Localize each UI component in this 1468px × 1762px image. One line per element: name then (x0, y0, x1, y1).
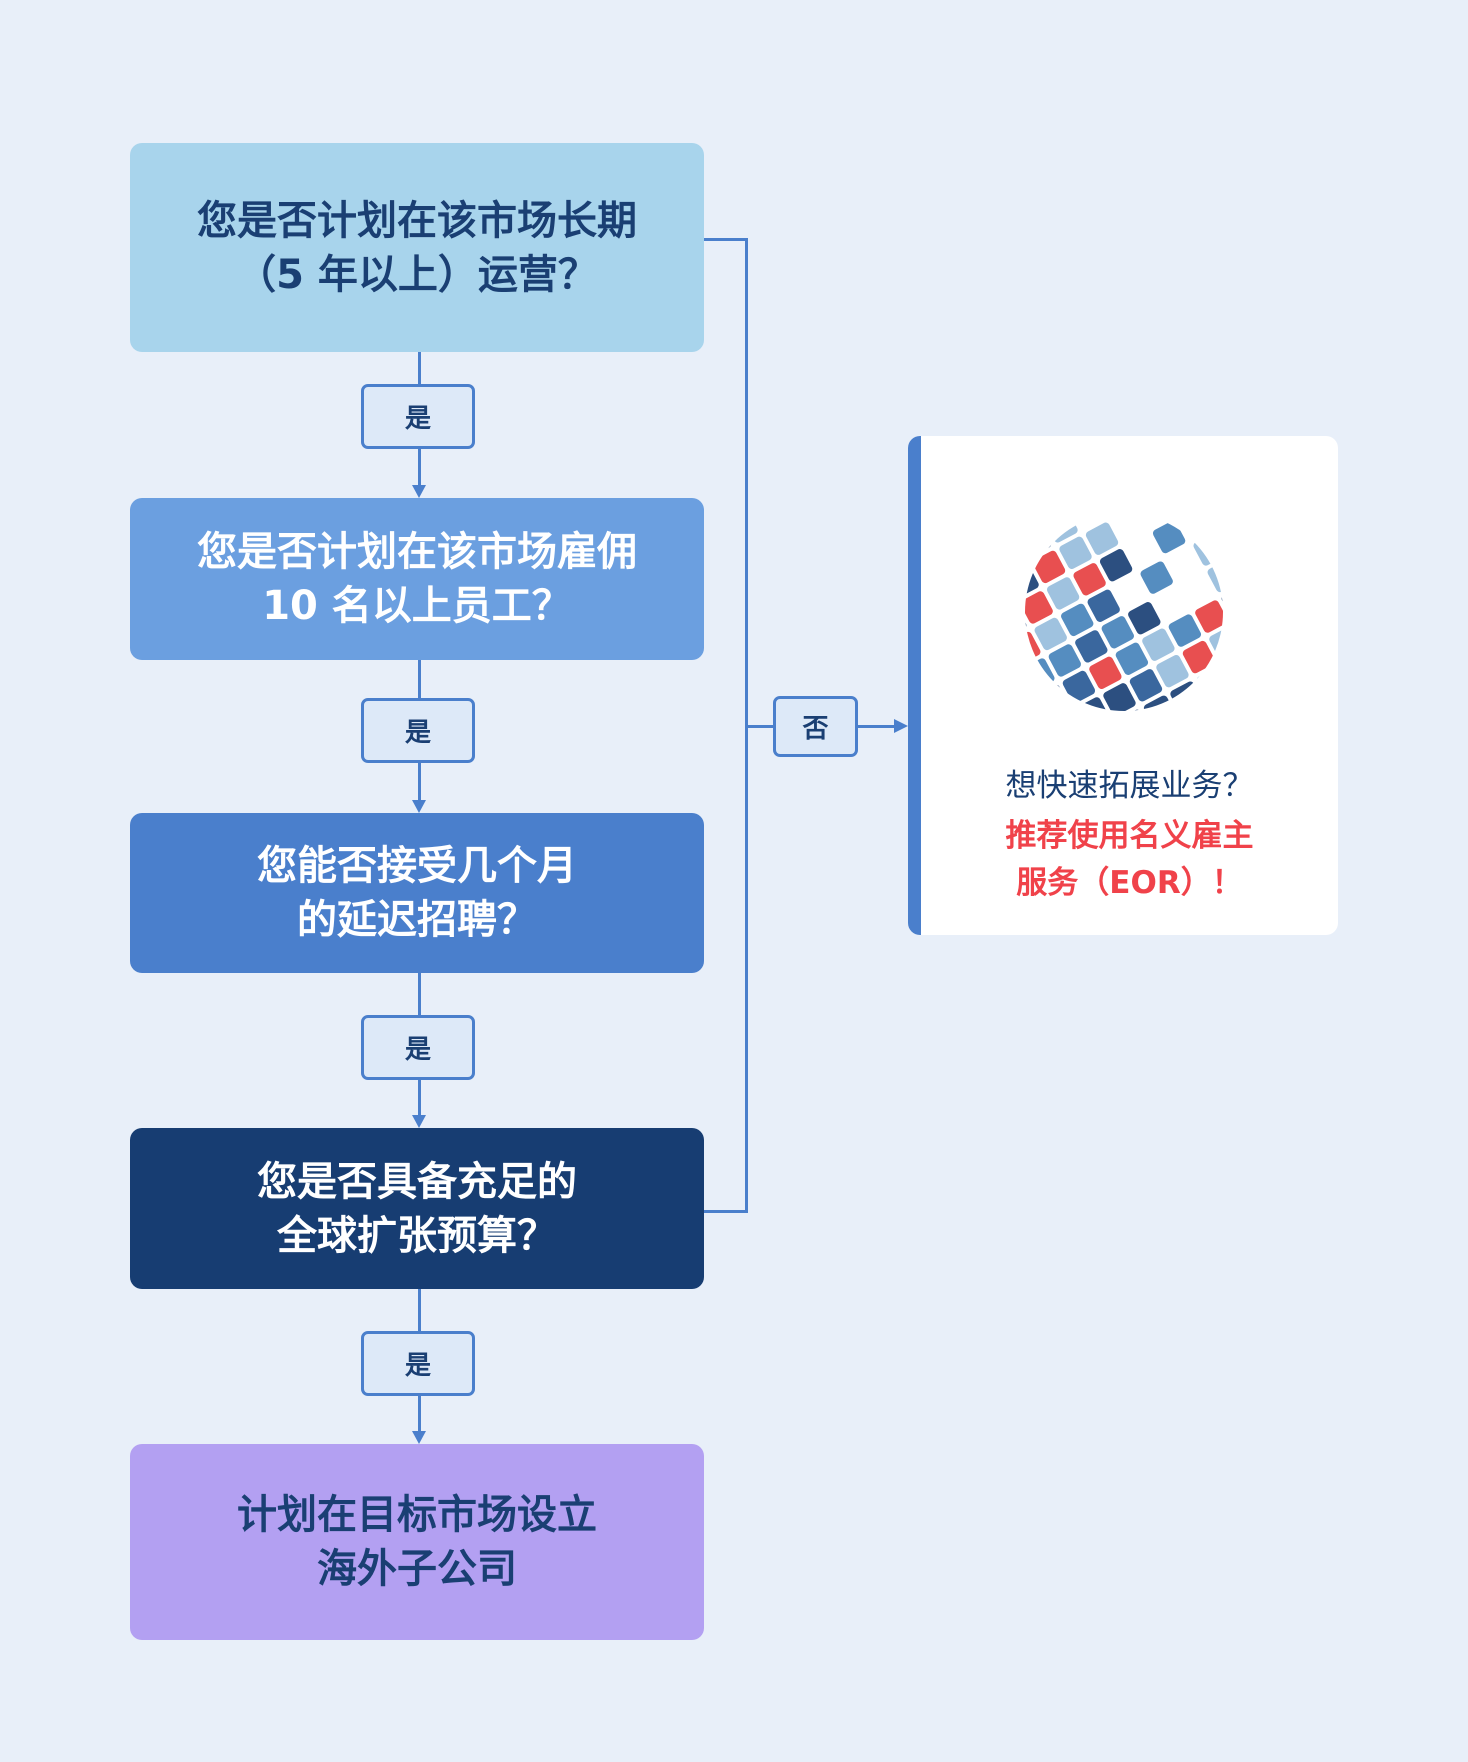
connector-line (418, 447, 421, 487)
no-connector-arrow-line (857, 725, 895, 728)
globe-tile (1073, 563, 1106, 596)
globe-tile (1182, 640, 1216, 674)
question-line: 您是否具备充足的 (257, 1158, 577, 1205)
connector-line (418, 1394, 421, 1432)
globe-tile (1034, 617, 1067, 651)
globe-tile (1032, 550, 1066, 584)
globe-tile (1103, 683, 1136, 711)
globe-tile (1142, 628, 1175, 661)
question-line: （5 年以上）运营？ (236, 251, 598, 298)
globe-tile (1170, 681, 1203, 711)
globe-tile (1046, 577, 1080, 610)
question-line: 您是否计划在该市场长期 (197, 197, 637, 244)
globe-tile (1099, 549, 1133, 582)
arrow-down-icon (412, 485, 426, 498)
globe-tile (1025, 524, 1052, 557)
arrow-down-icon (412, 800, 426, 813)
globe-tile (1075, 630, 1108, 663)
globe-tile (1089, 656, 1122, 690)
question-line: 全球扩张预算？ (277, 1212, 557, 1259)
card-accent-bar (908, 436, 921, 935)
question-budget-box: 您是否具备充足的 全球扩张预算？ (130, 1128, 704, 1289)
arrow-right-icon (894, 719, 908, 733)
globe-tile (1036, 684, 1069, 711)
arrow-down-icon (412, 1431, 426, 1444)
question-line: 的延迟招聘？ (297, 897, 537, 943)
connector-line (418, 1289, 421, 1331)
globe-tile (1115, 642, 1149, 675)
arrow-down-icon (412, 1115, 426, 1128)
globe-tile (1062, 670, 1096, 704)
globe-tile (1061, 603, 1094, 637)
globe-tile (1152, 520, 1186, 554)
globe-tile (1087, 589, 1120, 622)
result-line: 海外子公司 (317, 1546, 517, 1592)
globe-tile (1048, 644, 1081, 677)
globe-tile (1045, 513, 1078, 543)
question-delay-box: 您能否接受几个月 的延迟招聘？ (130, 813, 704, 973)
connector-line (418, 352, 421, 384)
connector-line (418, 761, 421, 802)
globe-tile (1101, 616, 1134, 649)
card-recommendation-line: 推荐使用名义雇主 (1005, 818, 1254, 854)
no-label: 否 (773, 696, 858, 757)
globe-tile (1025, 591, 1053, 624)
question-line: 10 名以上员工？ (262, 583, 572, 629)
question-long-term-box: 您是否计划在该市场长期 （5 年以上）运营？ (130, 143, 704, 352)
result-subsidiary-box: 计划在目标市场设立 海外子公司 (130, 1444, 704, 1640)
globe-icon (1025, 513, 1223, 711)
globe-tile (1195, 600, 1223, 633)
eor-recommendation-card: 想快速拓展业务？ 推荐使用名义雇主 服务（EOR）！ (908, 436, 1338, 935)
card-question: 想快速拓展业务？ (1005, 768, 1254, 804)
globe-tile (1156, 655, 1189, 688)
question-line: 您能否接受几个月 (257, 843, 577, 889)
result-line: 计划在目标市场设立 (237, 1492, 597, 1538)
globe-tile (1193, 533, 1223, 566)
globe-tile (1128, 602, 1161, 635)
card-recommendation-line: 服务（EOR）！ (1016, 865, 1243, 901)
yes-label: 是 (361, 384, 475, 449)
yes-label: 是 (361, 698, 475, 763)
question-line: 您是否计划在该市场雇佣 (197, 529, 637, 575)
globe-tile (1025, 658, 1055, 691)
globe-tile (1140, 561, 1173, 594)
connector-line (418, 1078, 421, 1117)
connector-line (418, 660, 421, 698)
globe-tile (1059, 536, 1092, 569)
globe-tile (1168, 614, 1202, 647)
yes-label: 是 (361, 1331, 475, 1396)
no-connector-bottom (704, 1210, 748, 1213)
connector-line (418, 973, 421, 1015)
globe-tile (1196, 667, 1223, 700)
globe-tile (1129, 669, 1163, 702)
yes-label: 是 (361, 1015, 475, 1080)
question-hire-box: 您是否计划在该市场雇佣 10 名以上员工？ (130, 498, 704, 660)
no-connector-branch (745, 725, 773, 728)
globe-tile (1085, 522, 1119, 555)
no-connector-top (704, 238, 748, 241)
